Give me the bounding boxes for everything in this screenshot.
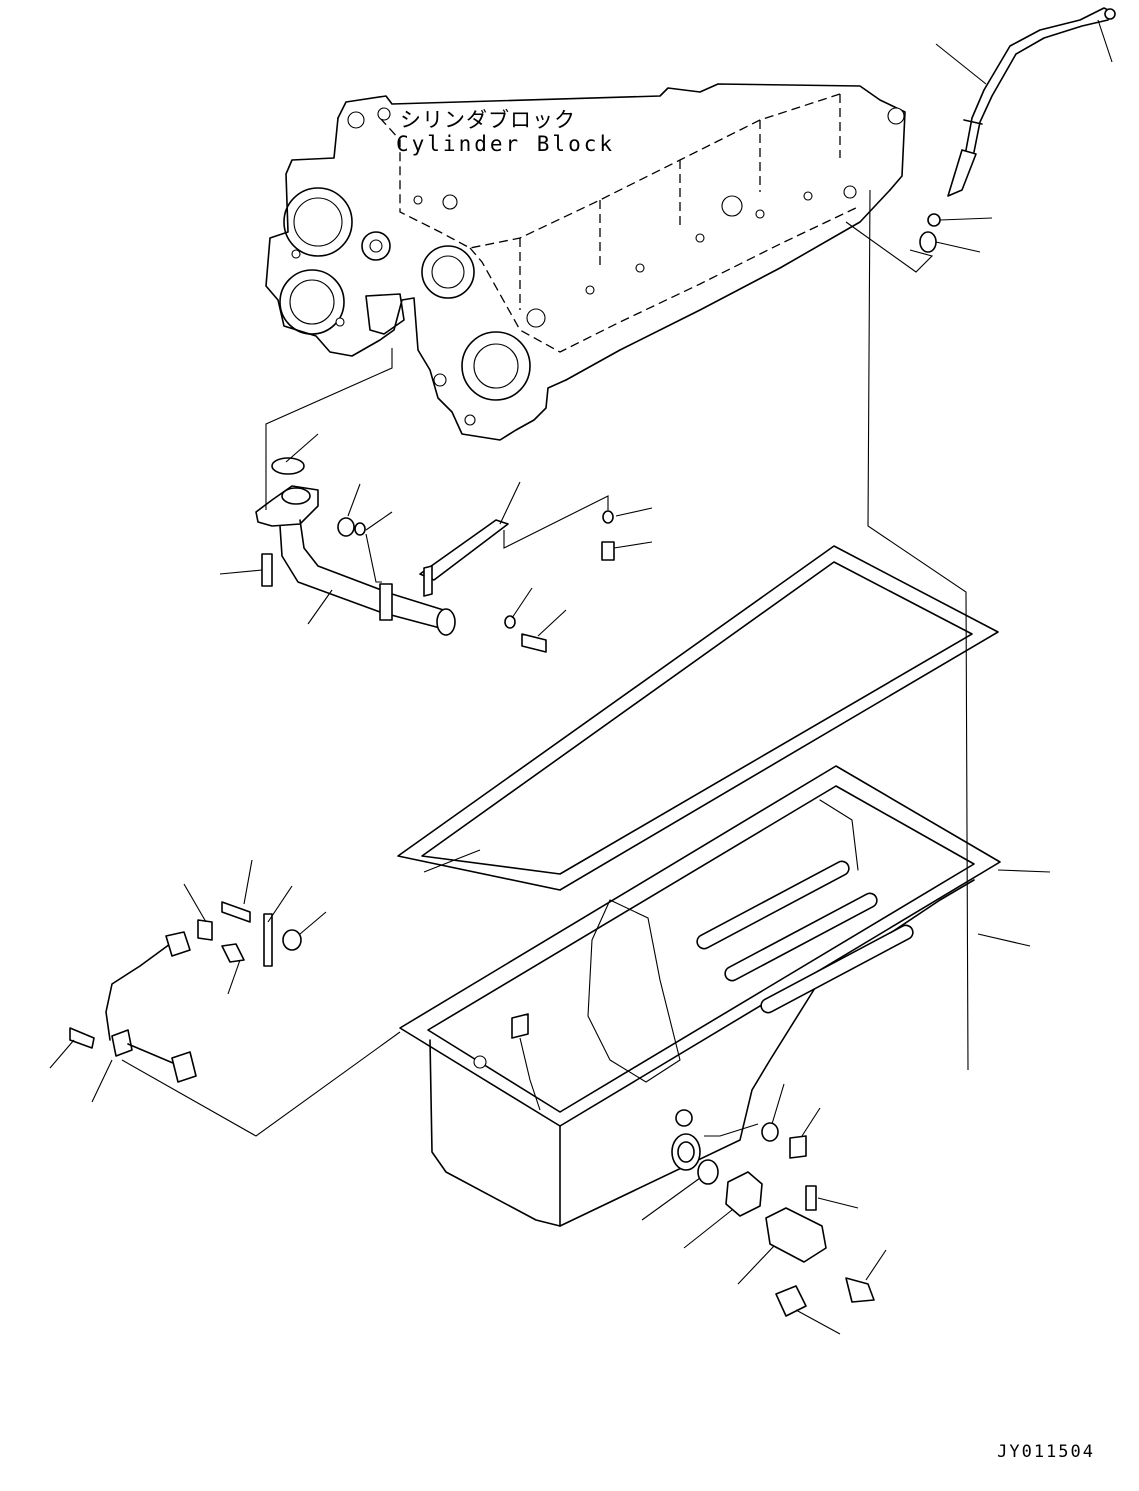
oil-pan	[121, 765, 1001, 1227]
drawing-code: JY011504	[997, 1442, 1095, 1462]
oil-strainer-pipe	[255, 348, 615, 653]
oil-level-sensor	[69, 901, 302, 1083]
dipstick-assembly	[919, 7, 1116, 253]
cylinder-block-label-ja: シリンダブロック	[400, 108, 576, 132]
leader-lines	[49, 19, 1113, 1335]
cylinder-block	[265, 83, 906, 441]
oil-pan-gasket	[397, 545, 999, 891]
drain-parts	[697, 1122, 875, 1317]
cylinder-block-label-en: Cylinder Block	[396, 132, 616, 156]
